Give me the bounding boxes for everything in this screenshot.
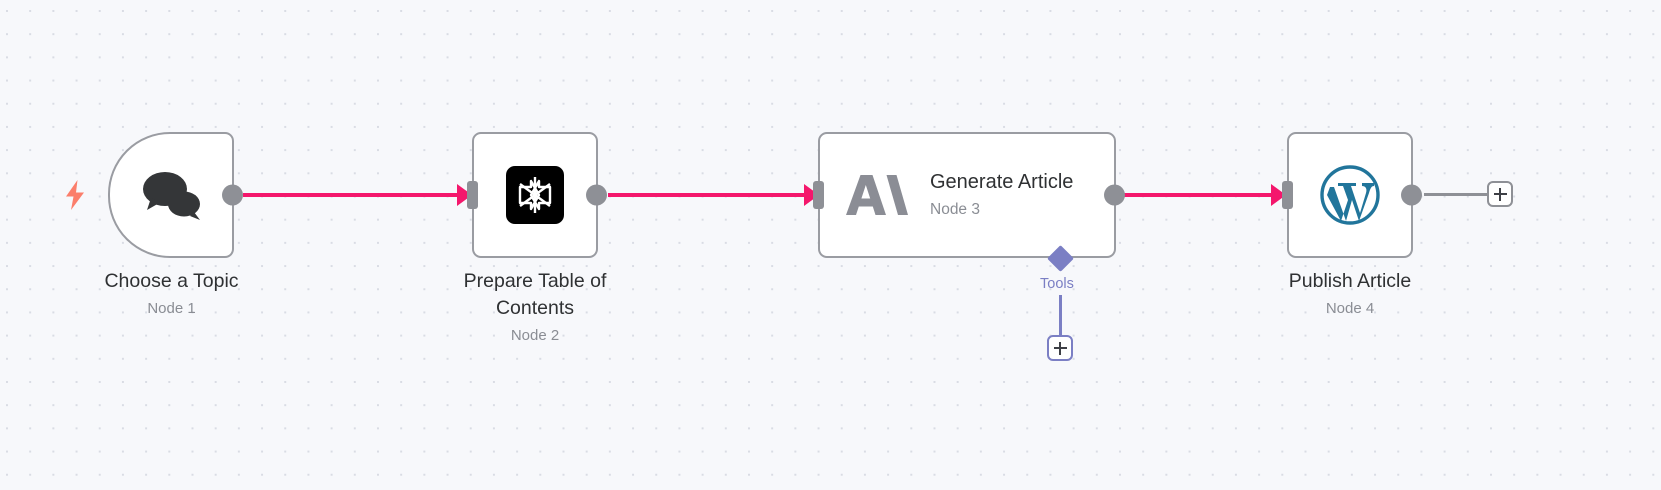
deepseek-starburst-icon [506,166,564,224]
anthropic-icon [846,173,908,217]
node-2-input-port[interactable] [467,181,478,209]
tools-connector-line [1059,295,1062,338]
node-4-input-port[interactable] [1282,181,1293,209]
connector-node1-node2 [243,193,459,197]
node-2-caption: Prepare Table of Contents Node 2 [412,268,658,349]
node-3-output-port[interactable] [1104,184,1125,206]
node-3-title: Generate Article [930,170,1074,193]
node-1-subtitle: Node 1 [147,300,196,317]
node-3-text-block: Generate Article Node 3 [930,169,1073,222]
node-2-subtitle: Node 2 [510,327,560,344]
node-4-output-port[interactable] [1401,184,1422,206]
wordpress-icon [1318,163,1382,227]
node-2-output-port[interactable] [586,184,607,206]
connector-node2-node3 [608,193,806,197]
node-4-title: Publish Article [1288,270,1412,292]
lightning-bolt-icon [64,180,86,215]
node-1-output-port[interactable] [222,184,243,206]
tools-add-button[interactable] [1047,335,1073,361]
node-4-caption: Publish Article Node 4 [1230,268,1470,322]
node-generate-article[interactable]: Generate Article Node 3 [813,132,1125,258]
node-3-input-port[interactable] [813,181,824,209]
plus-icon [1053,341,1067,355]
node-1-title: Choose a Topic [104,270,239,292]
node-3-subtitle: Node 3 [930,200,980,218]
workflow-add-button[interactable] [1487,181,1513,207]
node-4-subtitle: Node 4 [1325,300,1375,317]
node-publish-article[interactable] [1282,132,1422,258]
node-1-caption: Choose a Topic Node 1 [33,268,310,322]
tools-connector-label: Tools [1040,276,1074,292]
plus-icon [1493,187,1507,201]
node-2-title: Prepare Table of Contents [463,270,607,319]
connector-node3-node4 [1108,193,1273,197]
node-prepare-table-of-contents[interactable] [467,132,607,258]
connector-node4-add [1424,193,1487,196]
node-choose-a-topic[interactable] [108,132,243,258]
chat-bubbles-icon [134,158,208,232]
